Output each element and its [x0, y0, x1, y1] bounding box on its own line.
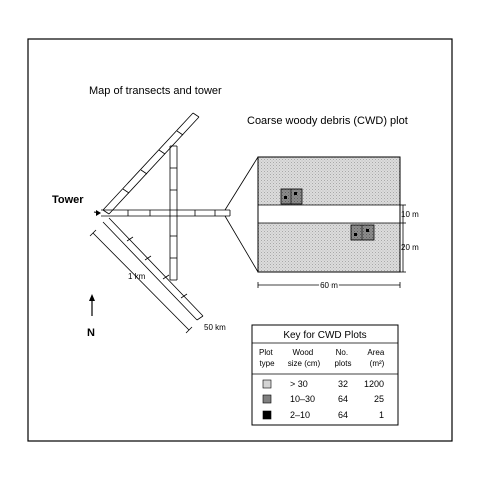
one-km-dimension	[89, 229, 193, 334]
key-title: Key for CWD Plots	[283, 330, 366, 341]
north-label: N	[87, 327, 95, 339]
transect-northeast	[102, 112, 200, 215]
key-header-area: Area (m²)	[367, 348, 386, 368]
key-cell-area: 1	[379, 410, 384, 420]
key-cell-size: 10–30	[290, 394, 315, 404]
key-header-plot-type: Plot type	[259, 348, 275, 368]
key-cell-area: 1200	[364, 379, 384, 389]
key-header-no-plots: No. plots	[335, 348, 352, 368]
map-title: Map of transects and tower	[89, 85, 222, 97]
key-rows: > 30 32 1200 10–30 64 25 2–10 64 1	[262, 379, 384, 420]
subplot-upper	[280, 188, 303, 205]
zoom-lines	[224, 156, 259, 273]
key-swatch	[262, 410, 272, 420]
transect-east-west	[101, 209, 231, 217]
figure-frame	[27, 38, 453, 442]
key-cell-plots: 32	[338, 379, 348, 389]
key-cell-plots: 64	[338, 410, 348, 420]
key-row: 2–10 64 1	[262, 410, 384, 420]
one-km-label: 1 km	[128, 272, 146, 281]
subplot-lower	[350, 224, 375, 241]
tower-marker: Tower	[52, 194, 101, 216]
key-header-wood-size: Wood size (cm)	[288, 348, 321, 368]
plot-title: Coarse woody debris (CWD) plot	[247, 115, 408, 127]
sixty-m-label: 60 m	[320, 281, 338, 290]
key-swatch	[262, 379, 272, 389]
twenty-m-label: 20 m	[401, 243, 419, 252]
cwd-plot-transect-strip	[258, 205, 400, 223]
north-arrow-icon	[89, 294, 95, 316]
key-cell-plots: 64	[338, 394, 348, 404]
fifty-km-label: 50 km	[204, 323, 226, 332]
tower-label: Tower	[52, 194, 84, 206]
transect-north-south	[169, 145, 178, 281]
ten-m-label: 10 m	[401, 210, 419, 219]
key-row: > 30 32 1200	[262, 379, 384, 389]
transect-map	[101, 112, 231, 321]
transect-plot-markers	[122, 130, 216, 299]
cwd-plot-bottom-area	[258, 223, 400, 272]
transect-southeast	[102, 217, 204, 321]
cwd-plot	[257, 156, 401, 273]
key-cell-area: 25	[374, 394, 384, 404]
cwd-dimensions	[257, 204, 406, 288]
cwd-key: Key for CWD Plots Plot type Wood size (c…	[251, 324, 399, 426]
key-swatch	[262, 394, 272, 404]
key-cell-size: > 30	[290, 379, 308, 389]
cwd-plot-top-area	[258, 157, 400, 205]
key-row: 10–30 64 25	[262, 394, 384, 404]
key-cell-size: 2–10	[290, 410, 310, 420]
